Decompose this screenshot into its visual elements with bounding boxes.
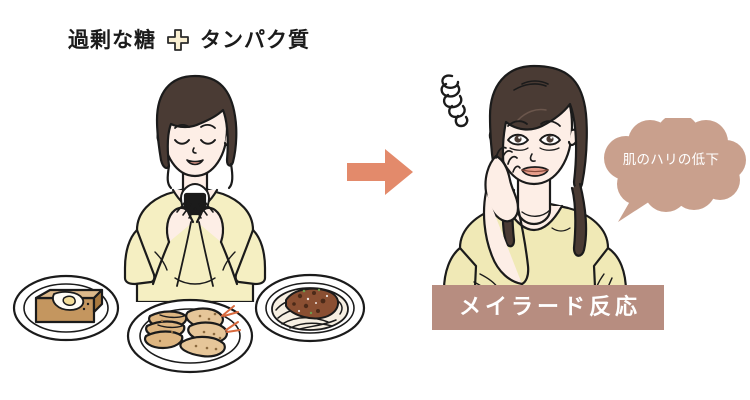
- spiral-gloom-icon: [436, 70, 494, 130]
- plus-icon: [166, 28, 190, 52]
- fried-food-plate: [126, 298, 254, 374]
- page-title: 過剰な糖 タンパク質: [68, 28, 310, 52]
- heading-left-text: 過剰な糖: [68, 27, 156, 52]
- arrow-right-icon: [345, 143, 415, 201]
- food-plates-group: [10, 268, 370, 378]
- woman-eating-illustration: [95, 72, 295, 302]
- maillard-reaction-banner: メイラード反応: [432, 285, 664, 330]
- heading-right-text: タンパク質: [200, 27, 310, 52]
- speech-bubble: 肌のハリの低下: [592, 118, 750, 224]
- banner-label: メイラード反応: [458, 294, 641, 320]
- toast-plate: [12, 274, 120, 342]
- spaghetti-plate: [254, 273, 366, 343]
